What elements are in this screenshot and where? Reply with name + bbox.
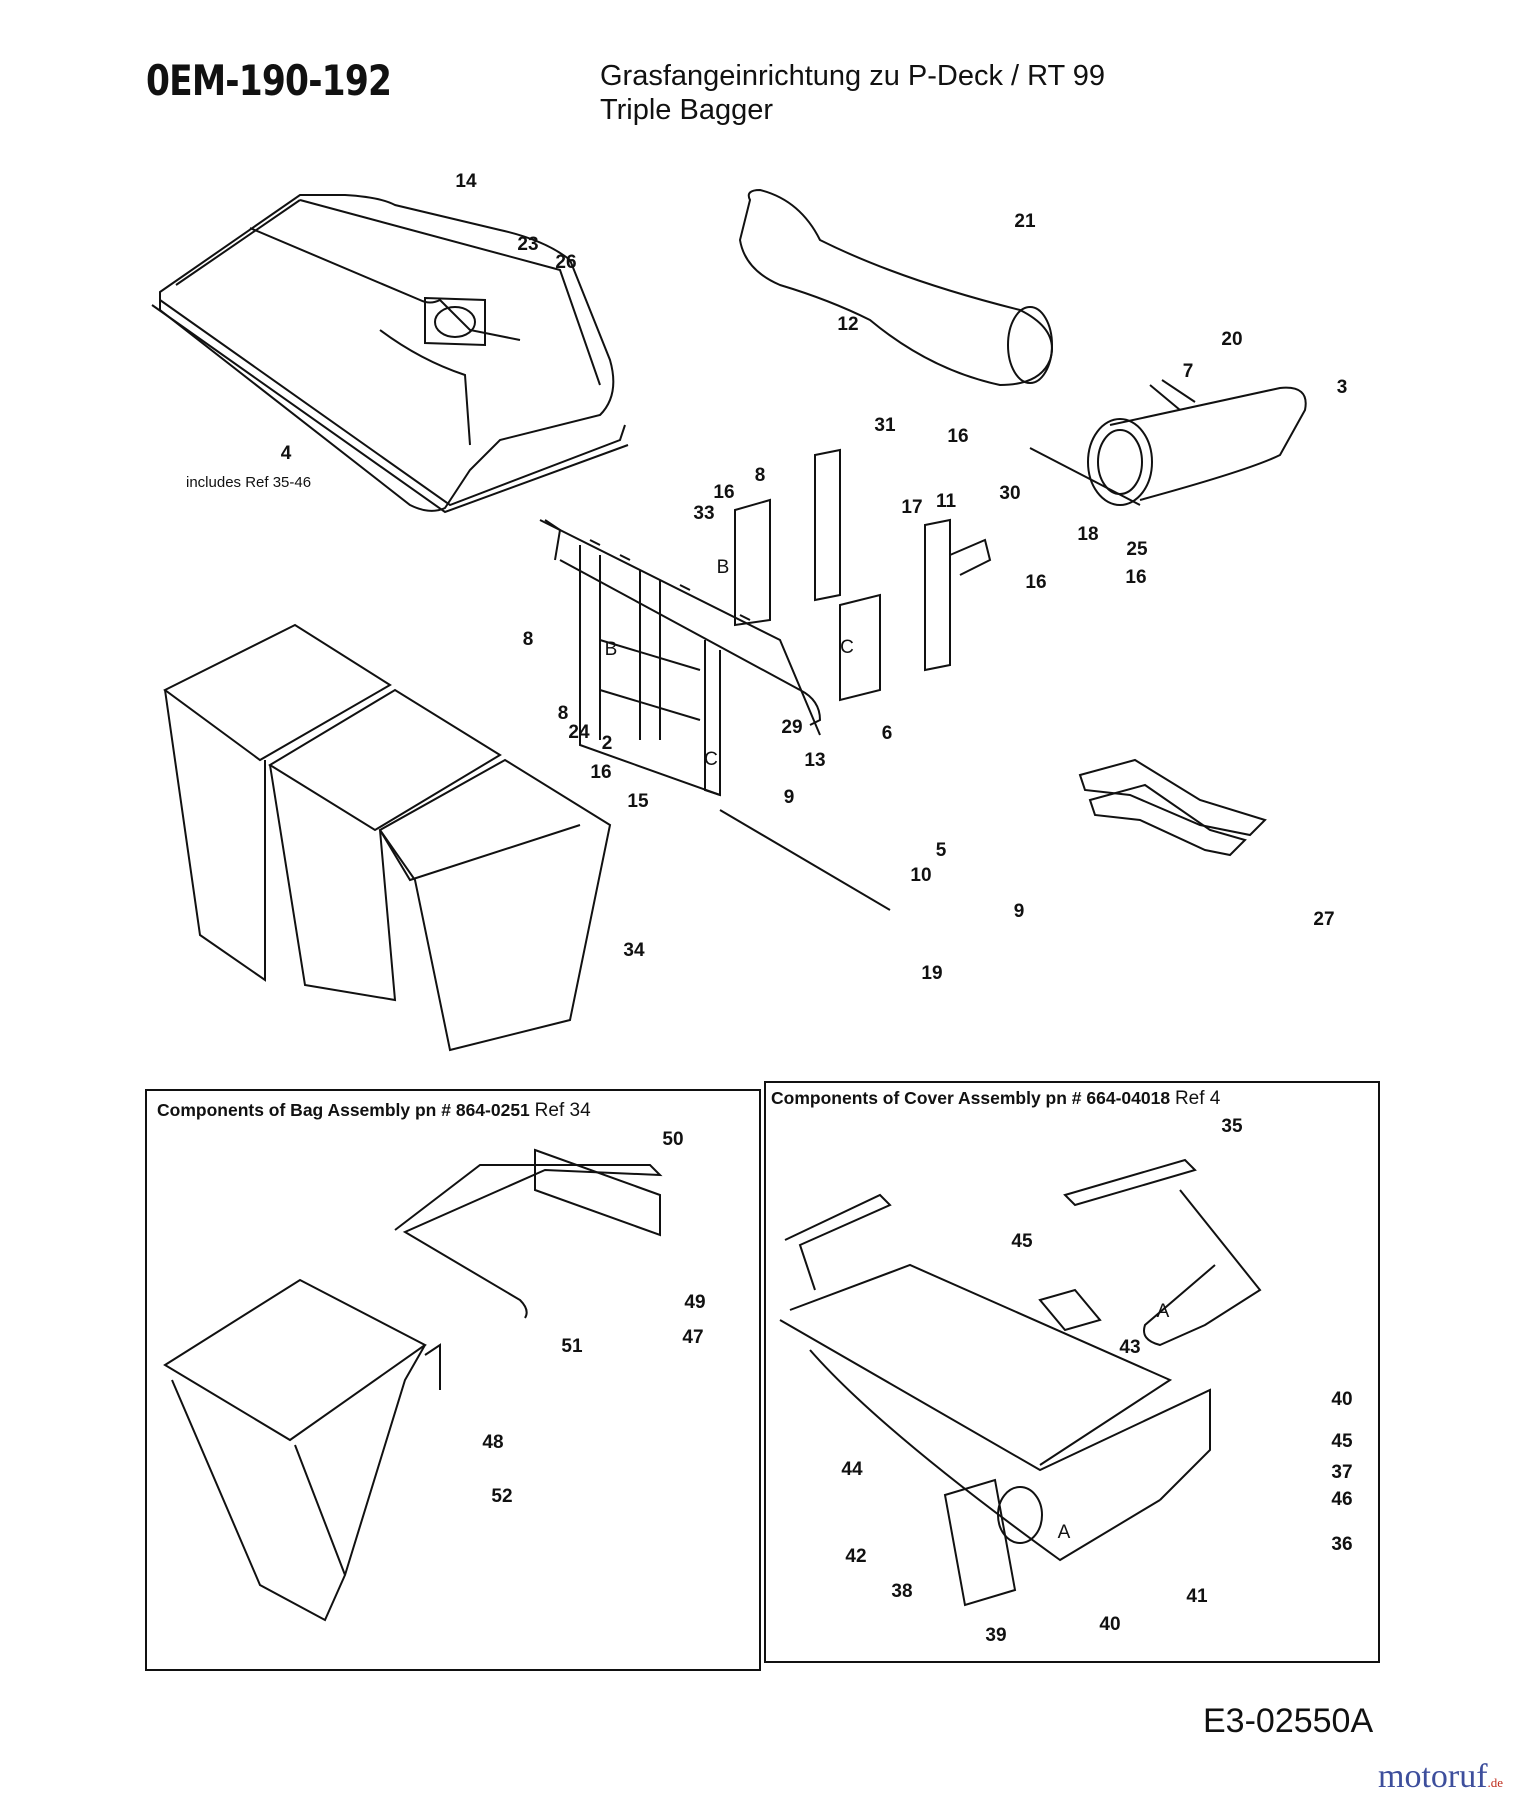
cover-part-drawing bbox=[151, 194, 629, 514]
cover-assembly-title-text: Components of Cover Assembly pn # 664-04… bbox=[771, 1088, 1171, 1108]
callout-33: 33 bbox=[693, 503, 715, 524]
callout-23: 23 bbox=[517, 234, 539, 255]
callout-20: 20 bbox=[1221, 329, 1243, 350]
cover-callout-37: 37 bbox=[1331, 1462, 1353, 1483]
bag-component-drawing bbox=[163, 1148, 663, 1622]
cover-callout-40: 40 bbox=[1331, 1389, 1353, 1410]
callout-16: 16 bbox=[1125, 567, 1147, 588]
callout-19: 19 bbox=[921, 963, 943, 984]
cover-callout-46: 46 bbox=[1331, 1489, 1353, 1510]
brand-logo-text: motoruf bbox=[1378, 1758, 1488, 1795]
callout-10: 10 bbox=[910, 865, 932, 886]
letter-C: C bbox=[840, 637, 854, 658]
baffle-plates-drawing bbox=[1078, 758, 1267, 857]
cover-note: includes Ref 35-46 bbox=[186, 474, 312, 491]
bag-assembly-title: Components of Bag Assembly pn # 864-0251… bbox=[157, 1100, 591, 1122]
cover-callout-41: 41 bbox=[1186, 1586, 1208, 1607]
chute-tube-drawing bbox=[738, 188, 1053, 387]
callout-8: 8 bbox=[754, 465, 766, 486]
bag-callout-48: 48 bbox=[482, 1432, 504, 1453]
chute-adapter-drawing bbox=[1029, 379, 1307, 506]
cover-component-drawing bbox=[779, 1158, 1262, 1607]
letter-A: A bbox=[1057, 1522, 1071, 1543]
callout-3: 3 bbox=[1336, 377, 1348, 398]
bag-callout-47: 47 bbox=[682, 1327, 704, 1348]
callout-8: 8 bbox=[522, 629, 534, 650]
callout-16: 16 bbox=[713, 482, 735, 503]
callout-25: 25 bbox=[1126, 539, 1148, 560]
bag-assembly-box bbox=[145, 1089, 761, 1671]
callout-31: 31 bbox=[874, 415, 896, 436]
cover-callout-45: 45 bbox=[1331, 1431, 1353, 1452]
drawing-code: E3-02550A bbox=[1203, 1702, 1374, 1740]
letter-B: B bbox=[716, 557, 730, 578]
callout-16: 16 bbox=[590, 762, 612, 783]
bag-callout-50: 50 bbox=[662, 1129, 684, 1150]
callout-9: 9 bbox=[1013, 901, 1025, 922]
cover-assembly-title: Components of Cover Assembly pn # 664-04… bbox=[771, 1088, 1220, 1110]
callout-16: 16 bbox=[947, 426, 969, 447]
cover-callout-45: 45 bbox=[1011, 1231, 1033, 1252]
cover-assembly-ref: Ref 4 bbox=[1174, 1088, 1221, 1109]
cover-callout-43: 43 bbox=[1119, 1337, 1141, 1358]
cover-callout-44: 44 bbox=[841, 1459, 863, 1480]
callout-27: 27 bbox=[1313, 909, 1335, 930]
bag-assembly-title-text: Components of Bag Assembly pn # 864-0251 bbox=[157, 1100, 530, 1120]
callout-8: 8 bbox=[557, 703, 569, 724]
callout-2: 2 bbox=[601, 733, 613, 754]
callout-4: 4 bbox=[280, 443, 292, 464]
rod-drawing bbox=[719, 809, 891, 911]
cover-callout-38: 38 bbox=[891, 1581, 913, 1602]
bracket-drawing bbox=[734, 448, 992, 702]
callout-12: 12 bbox=[837, 314, 859, 335]
callout-24: 24 bbox=[568, 722, 590, 743]
triple-bag-drawing bbox=[163, 623, 612, 1052]
callout-18: 18 bbox=[1077, 524, 1099, 545]
brand-logo-suffix: .de bbox=[1487, 1775, 1504, 1790]
callout-13: 13 bbox=[804, 750, 826, 771]
callout-30: 30 bbox=[999, 483, 1021, 504]
diagram-subtitle: Triple Bagger bbox=[600, 94, 774, 126]
bag-callout-51: 51 bbox=[561, 1336, 583, 1357]
callout-11: 11 bbox=[935, 491, 957, 512]
cover-callout-39: 39 bbox=[985, 1625, 1007, 1646]
letter-C: C bbox=[704, 749, 718, 770]
callout-17: 17 bbox=[901, 497, 923, 518]
frame-drawing bbox=[539, 519, 822, 797]
callout-15: 15 bbox=[627, 791, 649, 812]
cover-callout-42: 42 bbox=[845, 1546, 867, 1567]
callout-5: 5 bbox=[935, 840, 947, 861]
callout-16: 16 bbox=[1025, 572, 1047, 593]
letter-B: B bbox=[604, 639, 618, 660]
callout-21: 21 bbox=[1014, 211, 1036, 232]
callout-26: 26 bbox=[555, 252, 577, 273]
diagram-title: Grasfangeinrichtung zu P-Deck / RT 99 bbox=[600, 60, 1106, 92]
letter-A: A bbox=[1156, 1301, 1170, 1322]
bag-assembly-ref: Ref 34 bbox=[534, 1100, 591, 1121]
callout-6: 6 bbox=[881, 723, 893, 744]
callout-34: 34 bbox=[623, 940, 645, 961]
callout-14: 14 bbox=[455, 171, 477, 192]
bag-callout-49: 49 bbox=[684, 1292, 706, 1313]
cover-callout-40: 40 bbox=[1099, 1614, 1121, 1635]
callout-7: 7 bbox=[1182, 361, 1194, 382]
callout-29: 29 bbox=[781, 717, 803, 738]
callout-9: 9 bbox=[783, 787, 795, 808]
cover-callout-36: 36 bbox=[1331, 1534, 1353, 1555]
cover-callout-35: 35 bbox=[1221, 1116, 1243, 1137]
model-code: 0EM-190-192 bbox=[146, 56, 392, 105]
brand-logo: motoruf.de bbox=[1378, 1758, 1503, 1796]
bag-callout-52: 52 bbox=[491, 1486, 513, 1507]
cover-assembly-box bbox=[764, 1081, 1380, 1663]
